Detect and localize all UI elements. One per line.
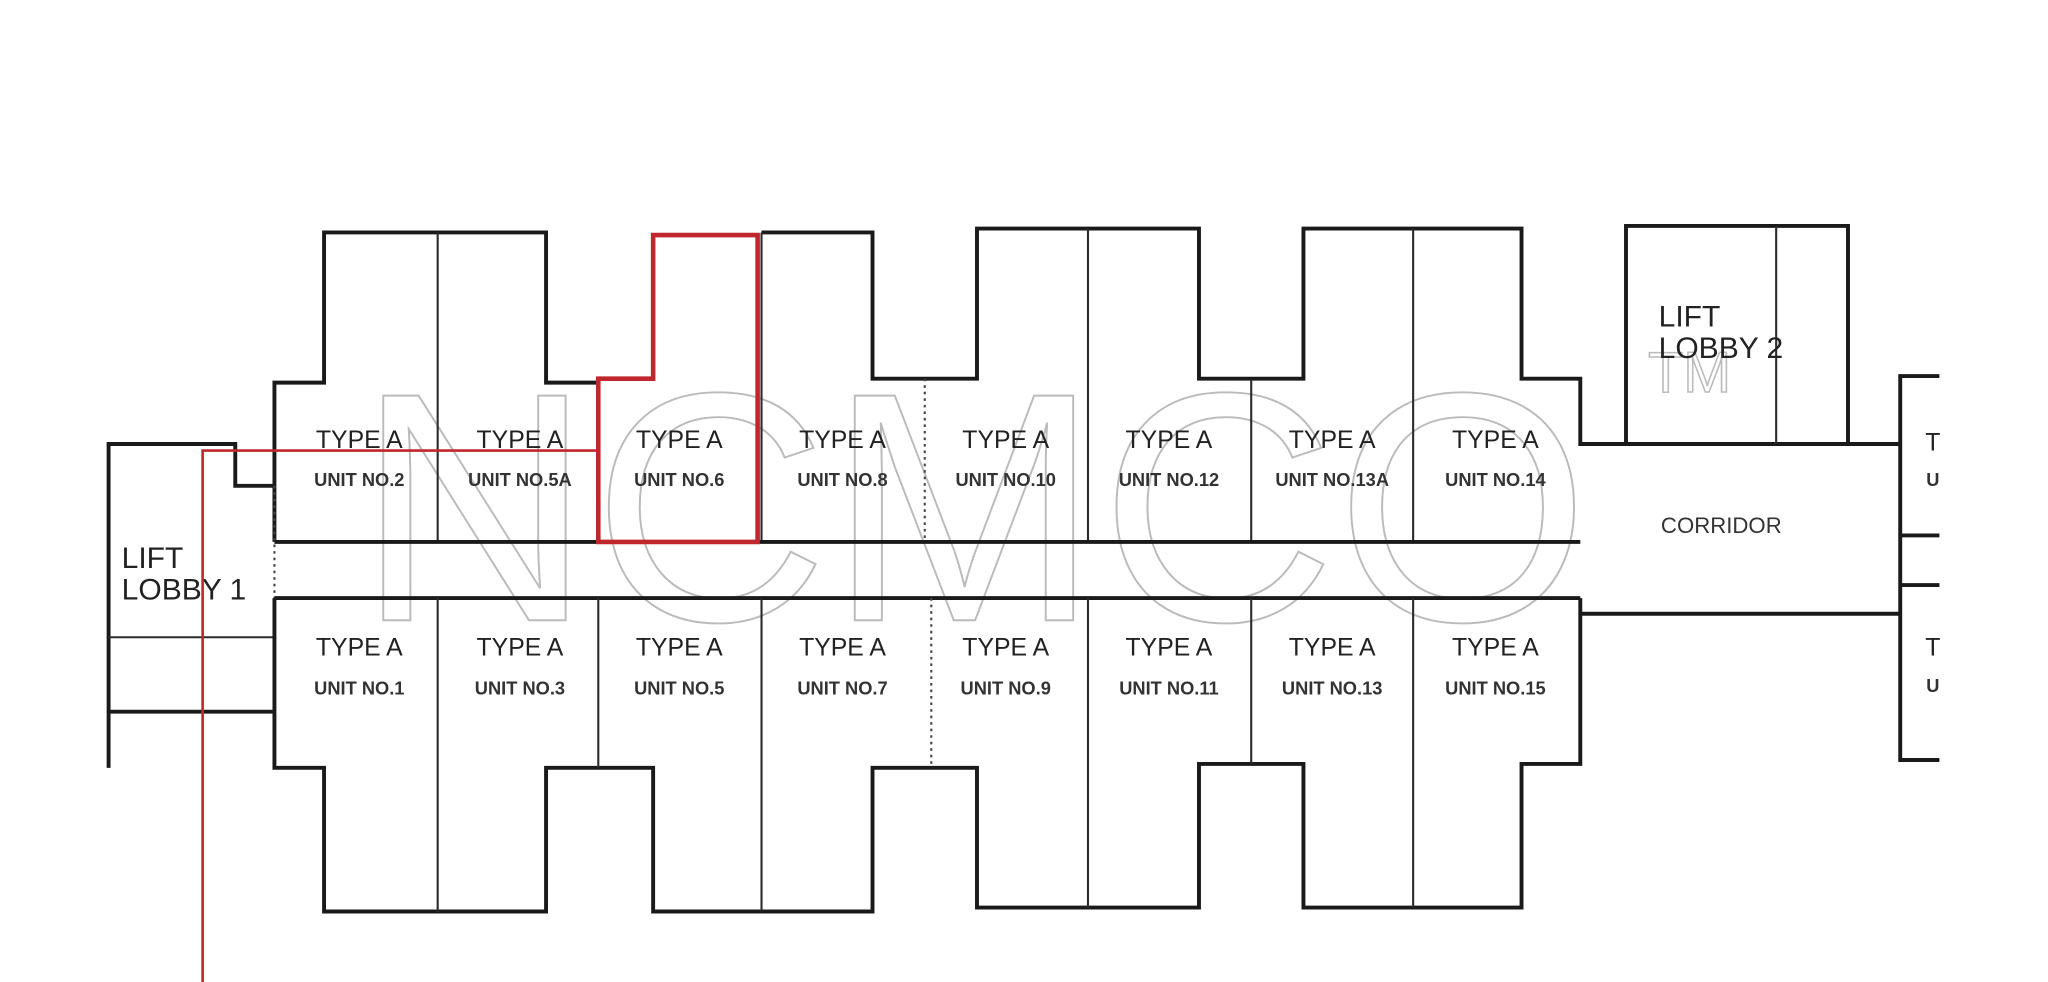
unit-number-label: UNIT NO.5 <box>634 678 724 699</box>
lift-lobby-1-label: LOBBY 1 <box>122 573 247 606</box>
unit-top[interactable]: TYPE A UNIT NO.14 <box>1445 427 1546 490</box>
unit-bottom[interactable]: TYPE A UNIT NO.7 <box>797 635 887 699</box>
unit-type-label: TYPE A <box>477 635 564 662</box>
lift-lobby-1: LIFT LOBBY 1 <box>106 442 275 768</box>
svg-text:U: U <box>1926 469 1939 490</box>
lift-lobby-1-label: LIFT <box>122 542 184 575</box>
unit-bottom[interactable]: TYPE A UNIT NO.13 <box>1282 635 1382 699</box>
unit-type-label: TYPE A <box>1126 635 1213 662</box>
corridor-walls <box>274 539 1901 616</box>
unit-type-label: TYPE A <box>799 427 886 454</box>
unit-number-label: UNIT NO.6 <box>634 469 724 490</box>
unit-type-label: TYPE A <box>1452 427 1539 454</box>
unit-number-label: UNIT NO.14 <box>1445 469 1546 490</box>
lift-lobby-2-label: LOBBY 2 <box>1659 332 1784 365</box>
unit-number-label: UNIT NO.13A <box>1275 469 1389 490</box>
unit-type-label: TYPE A <box>1289 427 1376 454</box>
unit-number-label: UNIT NO.15 <box>1445 678 1545 699</box>
corridor-label: CORRIDOR <box>1661 513 1782 538</box>
watermark: NCMCO <box>356 325 1589 690</box>
unit-number-label: UNIT NO.7 <box>797 678 887 699</box>
unit-number-label: UNIT NO.9 <box>961 678 1051 699</box>
svg-text:T: T <box>1925 430 1940 457</box>
unit-type-label: TYPE A <box>962 635 1049 662</box>
unit-type-label: TYPE A <box>799 635 886 662</box>
unit-type-label: TYPE A <box>636 427 723 454</box>
unit-number-label: UNIT NO.5A <box>468 469 572 490</box>
svg-text:T: T <box>1925 635 1940 662</box>
unit-bottom[interactable]: TYPE A UNIT NO.5 <box>634 635 724 699</box>
unit-number-label: UNIT NO.3 <box>475 678 565 699</box>
highlighted-unit-outline[interactable] <box>596 232 760 545</box>
unit-number-label: UNIT NO.11 <box>1119 678 1218 699</box>
unit-number-label: UNIT NO.1 <box>314 678 404 699</box>
unit-number-label: UNIT NO.13 <box>1282 678 1382 699</box>
unit-number-label: UNIT NO.12 <box>1119 469 1219 490</box>
adjacent-units-partial: T U T U <box>1898 374 1940 762</box>
unit-type-label: TYPE A <box>962 427 1049 454</box>
svg-text:U: U <box>1926 675 1939 696</box>
unit-type-label: TYPE A <box>316 635 403 662</box>
unit-top[interactable]: TYPE A UNIT NO.13A <box>1275 427 1389 490</box>
unit-top[interactable]: TYPE A UNIT NO.2 <box>314 427 404 490</box>
unit-type-label: TYPE A <box>1452 635 1539 662</box>
unit-bottom[interactable]: TYPE A UNIT NO.11 <box>1119 635 1218 699</box>
lift-lobby-2-label: LIFT <box>1659 300 1721 333</box>
unit-bottom[interactable]: TYPE A UNIT NO.3 <box>475 635 565 699</box>
unit-bottom[interactable]: TYPE A UNIT NO.15 <box>1445 635 1545 699</box>
unit-top[interactable]: TYPE A UNIT NO.8 <box>797 427 887 490</box>
unit-bottom[interactable]: TYPE A UNIT NO.9 <box>961 635 1051 699</box>
unit-type-label: TYPE A <box>316 427 403 454</box>
lift-lobby-2: LIFT LOBBY 2 <box>1624 223 1850 444</box>
unit-number-label: UNIT NO.2 <box>314 469 404 490</box>
unit-number-label: UNIT NO.8 <box>797 469 887 490</box>
unit-number-label: UNIT NO.10 <box>955 469 1055 490</box>
unit-type-label: TYPE A <box>1289 635 1376 662</box>
unit-type-label: TYPE A <box>1126 427 1213 454</box>
bottom-wing-outline <box>272 598 1583 914</box>
unit-type-label: TYPE A <box>636 635 723 662</box>
unit-type-label: TYPE A <box>477 427 564 454</box>
locator-line <box>201 449 599 982</box>
unit-top[interactable]: TYPE A UNIT NO.6 <box>634 427 724 490</box>
unit-top[interactable]: TYPE A UNIT NO.5A <box>468 427 572 490</box>
unit-top[interactable]: TYPE A UNIT NO.12 <box>1119 427 1219 490</box>
unit-bottom[interactable]: TYPE A UNIT NO.1 <box>314 635 404 699</box>
unit-top[interactable]: TYPE A UNIT NO.10 <box>955 427 1055 490</box>
watermark-tm: TM <box>1648 341 1731 405</box>
